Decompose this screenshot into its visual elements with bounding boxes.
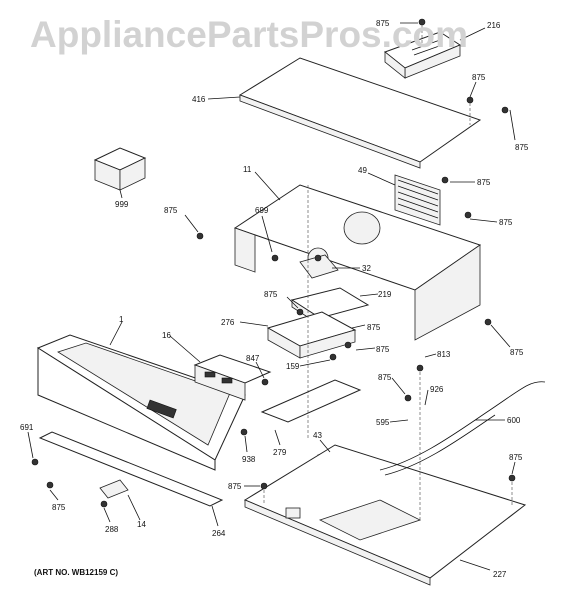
part-264-trim — [38, 431, 224, 507]
callout-875-a: 875 — [376, 19, 390, 28]
part-600-wire — [379, 381, 546, 476]
callout-938: 938 — [242, 455, 256, 464]
callout-288: 288 — [105, 525, 119, 534]
callout-875-d: 875 — [477, 178, 491, 187]
part-999-box — [93, 147, 147, 191]
part-1-control-panel — [36, 334, 246, 471]
callout-926: 926 — [430, 385, 444, 394]
callout-216: 216 — [487, 21, 501, 30]
callout-595: 595 — [376, 418, 390, 427]
callout-691: 691 — [20, 423, 34, 432]
callout-279: 279 — [273, 448, 287, 457]
art-number: (ART NO. WB12159 C) — [34, 568, 119, 577]
callout-699: 699 — [255, 206, 269, 215]
callout-875-l: 875 — [509, 453, 523, 462]
callout-600: 600 — [507, 416, 521, 425]
callout-875-h: 875 — [510, 348, 524, 357]
part-216-bracket — [383, 31, 462, 79]
callout-875-k: 875 — [378, 373, 392, 382]
screws — [31, 18, 516, 508]
watermark: AppliancePartsPros.com — [30, 14, 468, 55]
callout-875-g: 875 — [264, 290, 278, 299]
assembly-lines — [263, 25, 513, 520]
part-16-control-board — [193, 354, 272, 401]
part-219-276-boards — [266, 287, 370, 359]
callout-875-c: 875 — [515, 143, 529, 152]
leader-lines — [27, 22, 516, 571]
callout-49: 49 — [358, 166, 367, 175]
callout-416: 416 — [192, 95, 206, 104]
callout-32: 32 — [362, 264, 371, 273]
callout-875-f: 875 — [499, 218, 513, 227]
callout-159: 159 — [286, 362, 300, 371]
part-279-plate — [260, 379, 362, 423]
callout-875-j: 875 — [376, 345, 390, 354]
callout-875-m: 875 — [228, 482, 242, 491]
callout-43: 43 — [313, 431, 322, 440]
part-11-housing — [233, 174, 482, 341]
callout-875-n: 875 — [52, 503, 66, 512]
callout-276: 276 — [221, 318, 235, 327]
callout-227: 227 — [493, 570, 507, 579]
callout-1: 1 — [119, 315, 124, 324]
callout-847: 847 — [246, 354, 260, 363]
callout-11: 11 — [243, 165, 252, 174]
part-416-top-panel — [238, 57, 482, 169]
callout-999: 999 — [115, 200, 129, 209]
callout-219: 219 — [378, 290, 392, 299]
callout-14: 14 — [137, 520, 146, 529]
callout-875-b: 875 — [472, 73, 486, 82]
callout-875-e: 875 — [164, 206, 178, 215]
part-227-base — [243, 444, 527, 586]
callout-16: 16 — [162, 331, 171, 340]
callout-labels: 875 216 875 416 875 999 49 875 11 875 69… — [20, 19, 529, 579]
callout-875-i: 875 — [367, 323, 381, 332]
callout-813: 813 — [437, 350, 451, 359]
callout-264: 264 — [212, 529, 226, 538]
